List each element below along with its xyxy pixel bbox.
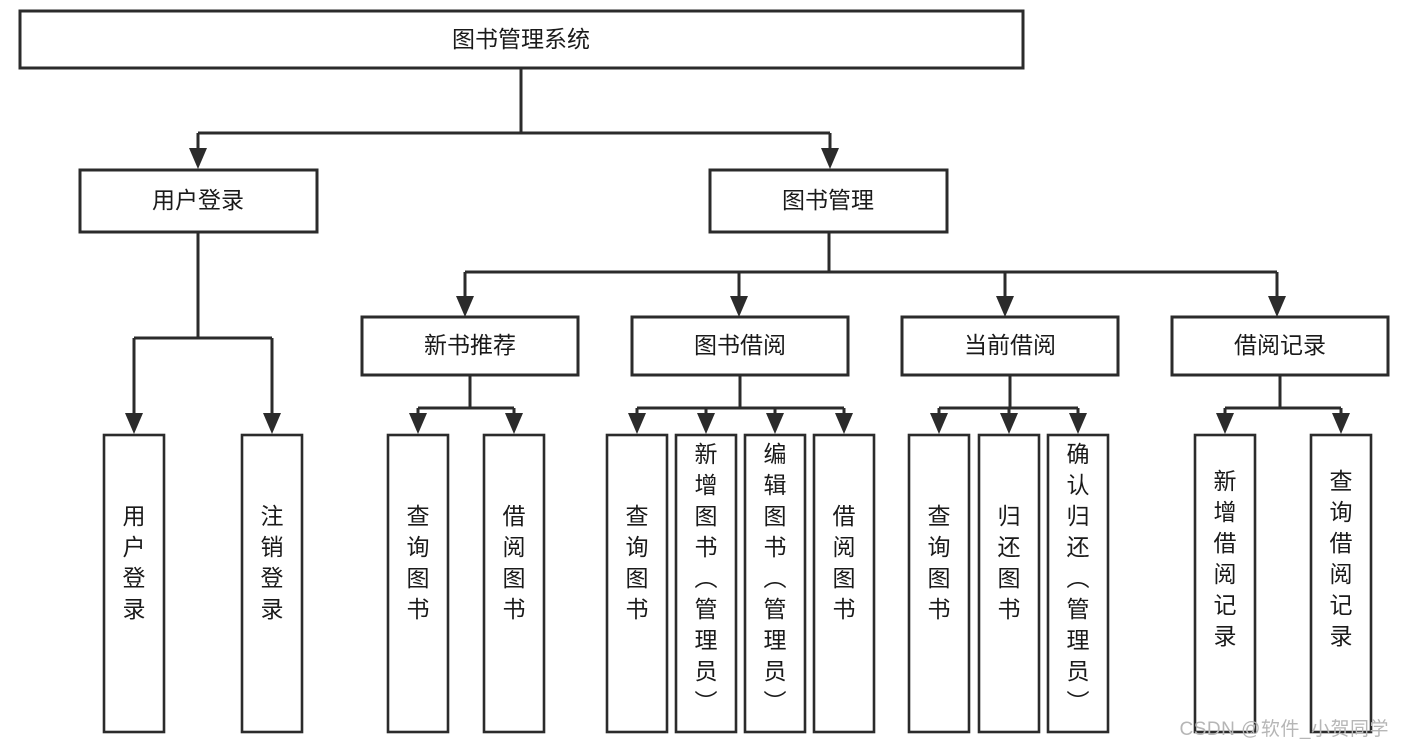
node-leaf-return-book[interactable]: 归还图书 [977,433,1041,734]
arrowhead-ul-to-login [125,413,143,434]
arrowhead-ul-to-logout [263,413,281,434]
node-leaf-edit-book[interactable]: 编辑图书︵管理员︶ [743,433,807,734]
node-leaf-query-book-1-box[interactable] [386,433,450,734]
node-leaf-query-book-1-label: 查询图书 [407,503,430,622]
node-root-label: 图书管理系统 [452,26,590,52]
node-leaf-query-book-2-box[interactable] [605,433,669,734]
connector-group-user-login [125,232,281,434]
node-root[interactable]: 图书管理系统 [18,9,1025,70]
node-leaf-user-logout-label: 注销登录 [261,503,284,622]
node-leaf-query-record[interactable]: 查询借阅记录 [1309,433,1373,734]
arrowhead-root-to-book-management [821,148,839,169]
node-book-borrow[interactable]: 图书借阅 [630,315,850,377]
node-current-borrow[interactable]: 当前借阅 [900,315,1120,377]
node-leaf-query-book-3-box[interactable] [907,433,971,734]
arrowhead-root-to-user-login [189,148,207,169]
node-leaf-borrow-book-2-label: 借阅图书 [833,503,856,622]
node-leaf-query-book-3[interactable]: 查询图书 [907,433,971,734]
node-leaf-query-book-3-label: 查询图书 [928,503,951,622]
node-leaf-edit-book-box[interactable] [743,433,807,734]
node-leaf-add-book[interactable]: 新增图书︵管理员︶ [674,433,738,734]
node-current-borrow-label: 当前借阅 [964,332,1056,358]
node-leaf-borrow-book-2[interactable]: 借阅图书 [812,433,876,734]
node-book-borrow-label: 图书借阅 [694,332,786,358]
connector-group-book-borrow [628,375,853,434]
node-leaf-add-record-box[interactable] [1193,433,1257,734]
node-user-login-box[interactable] [78,168,319,234]
node-leaf-user-login-box[interactable] [102,433,166,734]
arrowhead-nbr-to-borrow [505,413,523,434]
arrowhead-br-to-add [1216,413,1234,434]
node-book-management[interactable]: 图书管理 [708,168,949,234]
node-borrow-record-label: 借阅记录 [1234,332,1326,358]
arrowhead-cb-to-query [930,413,948,434]
node-leaf-add-book-box[interactable] [674,433,738,734]
arrowhead-bb-to-query [628,413,646,434]
connector-group-borrow-record [1216,375,1350,434]
arrowhead-bb-to-add [697,413,715,434]
node-new-book-recommend[interactable]: 新书推荐 [360,315,580,377]
node-book-borrow-box[interactable] [630,315,850,377]
node-user-login-label: 用户登录 [152,187,244,213]
node-leaf-confirm-return[interactable]: 确认归还︵管理员︶ [1046,433,1110,734]
arrowhead-bb-to-edit [766,413,784,434]
node-leaf-borrow-book-2-box[interactable] [812,433,876,734]
leaf-nodes-group: 用户登录 注销登录 查询图书 借阅图书 查询图书 新增图书︵管理员︶ [102,433,1373,734]
connector-group-current-borrow [930,375,1087,434]
node-leaf-confirm-return-box[interactable] [1046,433,1110,734]
node-user-login[interactable]: 用户登录 [78,168,319,234]
node-leaf-borrow-book-1-label: 借阅图书 [503,503,526,622]
connector-group-new-book-recommend [409,375,523,434]
node-new-book-recommend-box[interactable] [360,315,580,377]
arrowhead-cb-to-confirm [1069,413,1087,434]
connector-group-book-management [456,232,1286,317]
arrowhead-bm-to-current-borrow [996,296,1014,317]
node-root-box[interactable] [18,9,1025,70]
node-leaf-query-record-box[interactable] [1309,433,1373,734]
node-leaf-user-login[interactable]: 用户登录 [102,433,166,734]
node-leaf-user-logout[interactable]: 注销登录 [240,433,304,734]
node-leaf-confirm-return-label: 确认归还︵管理员︶ [1067,441,1090,715]
node-leaf-edit-book-label: 编辑图书︵管理员︶ [764,441,787,715]
node-leaf-query-book-2-label: 查询图书 [626,503,649,622]
arrowhead-br-to-query [1332,413,1350,434]
arrowhead-cb-to-return [1000,413,1018,434]
node-leaf-add-book-label: 新增图书︵管理员︶ [695,441,718,715]
node-book-management-box[interactable] [708,168,949,234]
arrowhead-bm-to-new-book [456,296,474,317]
node-leaf-query-book-1[interactable]: 查询图书 [386,433,450,734]
node-leaf-add-record[interactable]: 新增借阅记录 [1193,433,1257,734]
node-new-book-recommend-label: 新书推荐 [424,332,516,358]
arrowhead-nbr-to-query [409,413,427,434]
node-current-borrow-box[interactable] [900,315,1120,377]
node-leaf-borrow-book-1[interactable]: 借阅图书 [482,433,546,734]
arrowhead-bm-to-borrow-record [1268,296,1286,317]
node-borrow-record[interactable]: 借阅记录 [1170,315,1390,377]
node-leaf-user-logout-box[interactable] [240,433,304,734]
connector-group-root [189,68,839,169]
arrowhead-bb-to-borrow [835,413,853,434]
node-leaf-borrow-book-1-box[interactable] [482,433,546,734]
arrowhead-bm-to-book-borrow [730,296,748,317]
node-leaf-return-book-label: 归还图书 [998,503,1021,622]
node-leaf-user-login-label: 用户登录 [123,503,146,622]
node-leaf-return-book-box[interactable] [977,433,1041,734]
node-book-management-label: 图书管理 [782,187,874,213]
node-leaf-query-book-2[interactable]: 查询图书 [605,433,669,734]
node-leaf-add-record-label: 新增借阅记录 [1214,468,1237,649]
node-leaf-query-record-label: 查询借阅记录 [1330,468,1353,649]
node-borrow-record-box[interactable] [1170,315,1390,377]
